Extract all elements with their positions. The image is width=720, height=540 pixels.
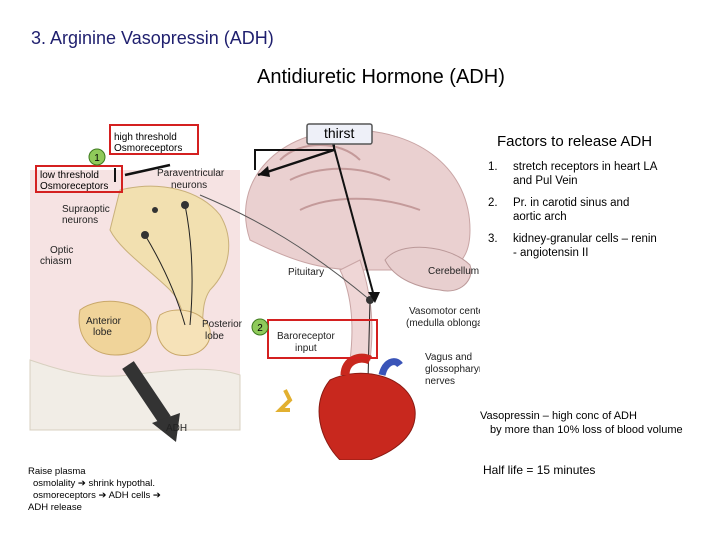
factor-text: stretch receptors in heart LA (513, 161, 658, 173)
factor-text-2: and Pul Vein (513, 175, 578, 187)
optic-chiasm-label-2: chiasm (40, 256, 72, 267)
baroreceptor-label: Baroreceptor (277, 331, 335, 342)
factor-text-2: - angiotensin II (513, 247, 589, 259)
factor-number: 3. (488, 233, 498, 245)
optic-chiasm-label: Optic (50, 245, 73, 256)
supraoptic-label: Supraoptic (62, 204, 110, 215)
vagus-label: Vagus and (425, 352, 472, 363)
thirst-label: thirst (324, 125, 354, 141)
lowthreshold-arrow (124, 163, 171, 177)
anterior-lobe-label-2: lobe (93, 327, 112, 338)
adh-label: ADH (166, 423, 187, 434)
raise-line-4: ADH release (28, 502, 82, 513)
vagus-label-3: nerves (425, 376, 455, 387)
raise-line-3b: ADH cells (108, 490, 151, 501)
arrowhead (258, 166, 270, 177)
marker-2 (251, 318, 269, 336)
supraoptic-label-2: neurons (62, 215, 98, 226)
low-threshold-box (35, 165, 123, 193)
adh-diagram: 1 2 thirst high threshold Osmoreceptors … (29, 123, 480, 460)
hypothalamus-shape (109, 185, 230, 336)
vagus-label-2: glossopharyngeal (425, 364, 480, 375)
vasomotor-label-2: (medulla oblongata) (406, 318, 480, 329)
factors-heading: Factors to release ADH (497, 133, 653, 150)
slide-title: 3. Arginine Vasopressin (ADH) (31, 28, 274, 48)
page-title: Antidiuretic Hormone (ADH) (257, 66, 505, 88)
marker-2-label: 2 (257, 323, 263, 334)
low-threshold-osmoreceptors-label: Osmoreceptors (40, 181, 108, 192)
adh-release-arrow (122, 361, 171, 424)
vasopressin-line-2: by more than 10% loss of blood volume (490, 424, 683, 436)
cerebrum-shape (245, 129, 471, 271)
pulmonary-vessel (378, 358, 403, 377)
raise-line-3a: osmoreceptors (33, 490, 96, 501)
posterior-lobe-label-2: lobe (205, 331, 224, 342)
marker-1 (88, 148, 106, 166)
neuron-body (152, 207, 158, 213)
posterior-lobe-shape (156, 309, 211, 357)
thirst-arrow (257, 148, 335, 177)
vasopressin-line-1: Vasopressin – high conc of ADH (480, 410, 637, 422)
arrowhead (152, 413, 180, 442)
factor-item: 1. stretch receptors in heart LA and Pul V… (488, 160, 693, 188)
half-life-note: Half life = 15 minutes (483, 463, 596, 477)
factor-item: 3. kidney-granular cells – renin - angiote… (488, 232, 693, 260)
raise-osmolality-note: Raise plasma osmolality ➔ shrink hypotha… (28, 466, 161, 514)
aorta (340, 353, 373, 376)
neuron-axon (144, 234, 186, 326)
neuron-body (141, 231, 149, 239)
paraventricular-label-2: neurons (171, 180, 207, 191)
factor-number: 1. (488, 161, 498, 173)
factor-item: 2. Pr. in carotid sinus and aortic arch (488, 196, 693, 224)
posterior-lobe-label: Posterior (202, 319, 243, 330)
baroreceptor-box (267, 319, 378, 359)
raise-line-1: Raise plasma (28, 466, 86, 477)
arrow-icon: ➔ (98, 490, 107, 501)
factor-text: kidney-granular cells – renin (513, 233, 657, 245)
raise-line-2b: shrink hypothal. (88, 478, 156, 489)
neuron-axon (199, 194, 371, 301)
high-threshold-label: high threshold (114, 132, 177, 143)
arrow-icon: ➔ (77, 478, 86, 489)
marker-1-label: 1 (94, 153, 100, 164)
cerebellum-shape (384, 246, 472, 292)
brainstem-shape (339, 259, 373, 361)
factor-text-2: aortic arch (513, 211, 567, 223)
heart-illustration (318, 372, 416, 460)
baroreceptor-label-2: input (295, 343, 317, 354)
factor-number: 2. (488, 197, 498, 209)
neuron-body (181, 201, 189, 209)
low-threshold-label: low threshold (40, 170, 99, 181)
vasomotor-label: Vasomotor center (409, 306, 480, 317)
anterior-lobe-shape (78, 300, 152, 356)
raise-line-2a: osmolality (33, 478, 76, 489)
thirst-to-brainstem (331, 139, 376, 301)
carotid-sinus (275, 389, 293, 412)
high-threshold-osmoreceptors-label: Osmoreceptors (114, 143, 182, 154)
paraventricular-label: Paraventricular (157, 168, 225, 179)
factor-text: Pr. in carotid sinus and (513, 197, 630, 209)
anterior-lobe-label: Anterior (86, 316, 122, 327)
high-threshold-box (109, 124, 199, 155)
pituitary-label: Pituitary (288, 267, 324, 278)
arrowhead (368, 292, 380, 303)
arrow-icon: ➔ (152, 490, 161, 501)
cerebellum-label: Cerebellum (428, 266, 479, 277)
neuron-axon (184, 204, 193, 326)
thirst-box (306, 123, 373, 145)
vasopressin-note: Vasopressin – high conc of ADH by more t… (480, 409, 683, 437)
